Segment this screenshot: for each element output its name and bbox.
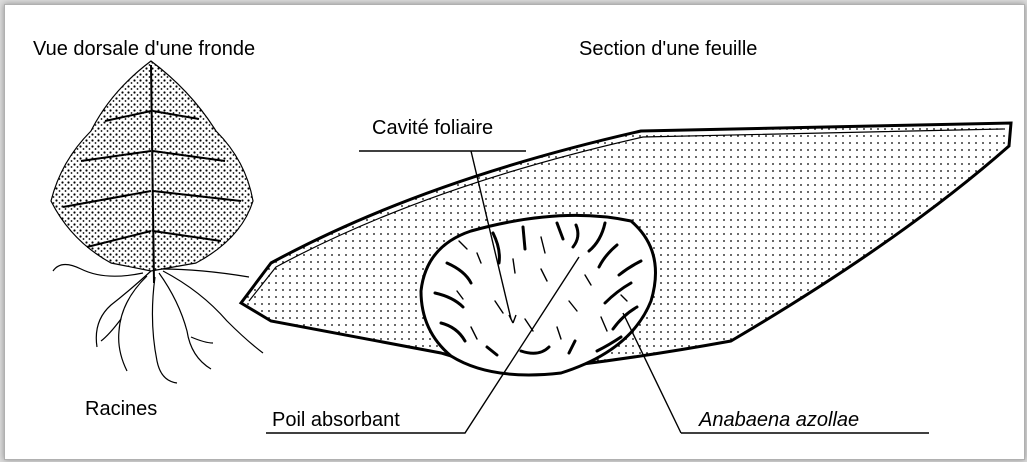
label-fronde: Vue dorsale d'une fronde xyxy=(33,38,255,60)
label-section: Section d'une feuille xyxy=(579,38,757,60)
label-anabaena: Anabaena azollae xyxy=(698,409,859,431)
azolla-diagram: Vue dorsale d'une fronde Section d'une f… xyxy=(5,5,1024,459)
label-racines: Racines xyxy=(85,398,157,420)
label-cavite: Cavité foliaire xyxy=(372,117,493,139)
label-poil: Poil absorbant xyxy=(272,409,400,431)
frond-illustration xyxy=(51,61,263,383)
diagram-frame: Vue dorsale d'une fronde Section d'une f… xyxy=(4,4,1025,460)
roots xyxy=(53,264,263,383)
